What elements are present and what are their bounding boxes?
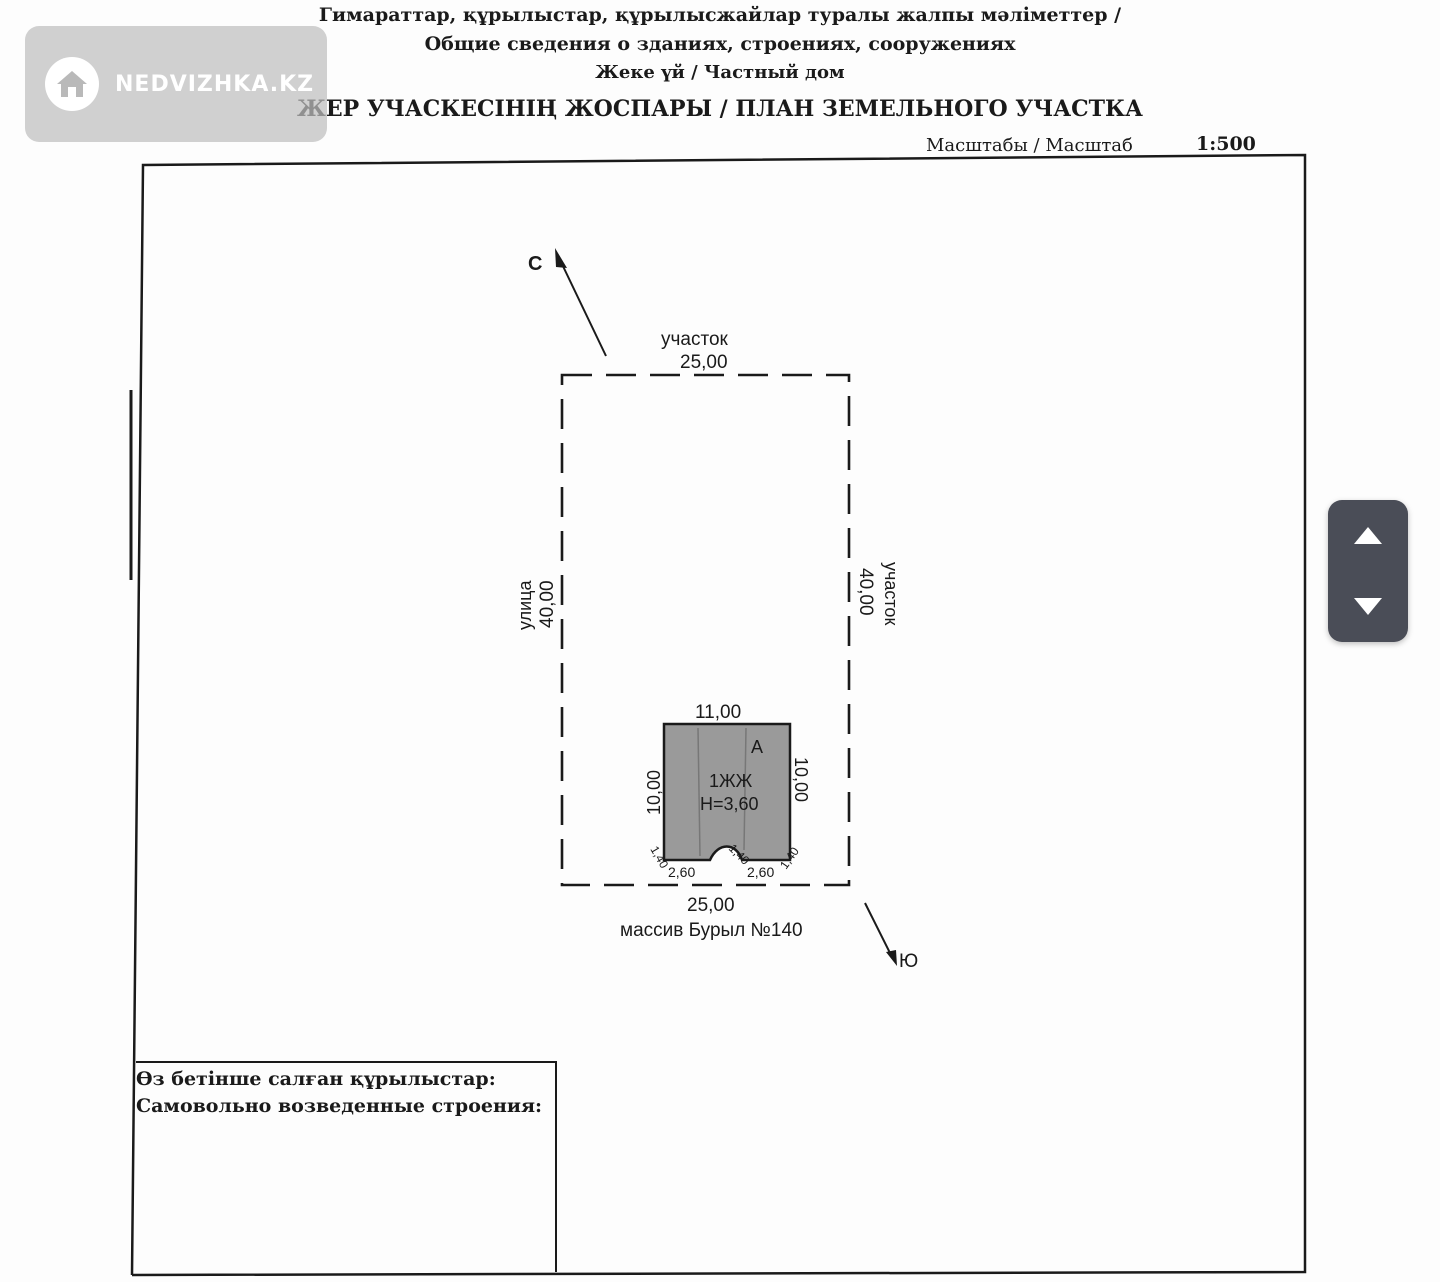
unauthorized-label-kz: Өз бетінше салған құрылыстар: <box>136 1068 496 1090</box>
building-inner-line <box>697 727 701 857</box>
arrow-down-icon <box>1354 598 1382 615</box>
building-bottom-dim-4: 2,60 <box>747 864 774 880</box>
right-neighbor-label: участок <box>881 562 901 625</box>
south-label: Ю <box>899 951 918 972</box>
building-letter: А <box>751 737 763 757</box>
building-top-length: 11,00 <box>695 702 741 723</box>
building-footprint <box>662 722 792 862</box>
building-left-length: 10,00 <box>644 770 664 815</box>
scroll-down-button[interactable] <box>1328 571 1408 642</box>
unauthorized-label-ru: Самовольно возведенные строения: <box>136 1095 543 1117</box>
house-icon <box>45 57 99 111</box>
frame-border <box>130 153 1307 1277</box>
south-arrow <box>864 902 897 966</box>
header-line-2: Общие сведения о зданиях, строениях, соо… <box>424 33 1016 55</box>
scroll-control <box>1328 500 1408 642</box>
building-right-length: 10,00 <box>791 757 811 802</box>
arrow-up-icon <box>1354 527 1382 544</box>
left-length-label: 40,00 <box>537 580 558 628</box>
scale-label: Масштабы / Масштаб <box>926 135 1133 156</box>
plan-title: ЖЕР УЧАСКЕСІНІҢ ЖОСПАРЫ / ПЛАН ЗЕМЕЛЬНОГ… <box>297 96 1143 122</box>
north-label: С <box>528 253 542 275</box>
unauthorized-table <box>136 1061 557 1272</box>
header-line-1: Гимараттар, құрылыстар, құрылысжайлар ту… <box>318 4 1122 26</box>
north-arrow <box>555 248 607 357</box>
scale-value: 1:500 <box>1196 133 1256 155</box>
scroll-up-button[interactable] <box>1328 500 1408 571</box>
building-height: Н=3,60 <box>700 794 759 814</box>
bottom-length-label: 25,00 <box>687 895 735 916</box>
building-bottom-dim-2: 2,60 <box>668 864 695 880</box>
header-line-3: Жеке үй / Частный дом <box>595 62 845 83</box>
bottom-address-label: массив Бурыл №140 <box>620 920 803 941</box>
building-inner-line <box>743 727 747 851</box>
top-neighbor-label: участок <box>661 329 729 350</box>
watermark-text: NEDVIZHKA.KZ <box>115 71 315 97</box>
right-length-label: 40,00 <box>855 568 876 616</box>
land-plot-boundary <box>560 373 851 887</box>
building-type: 1ЖЖ <box>709 771 753 791</box>
top-length-label: 25,00 <box>680 352 728 373</box>
left-neighbor-label: улица <box>515 580 535 630</box>
watermark: NEDVIZHKA.KZ <box>25 26 327 142</box>
